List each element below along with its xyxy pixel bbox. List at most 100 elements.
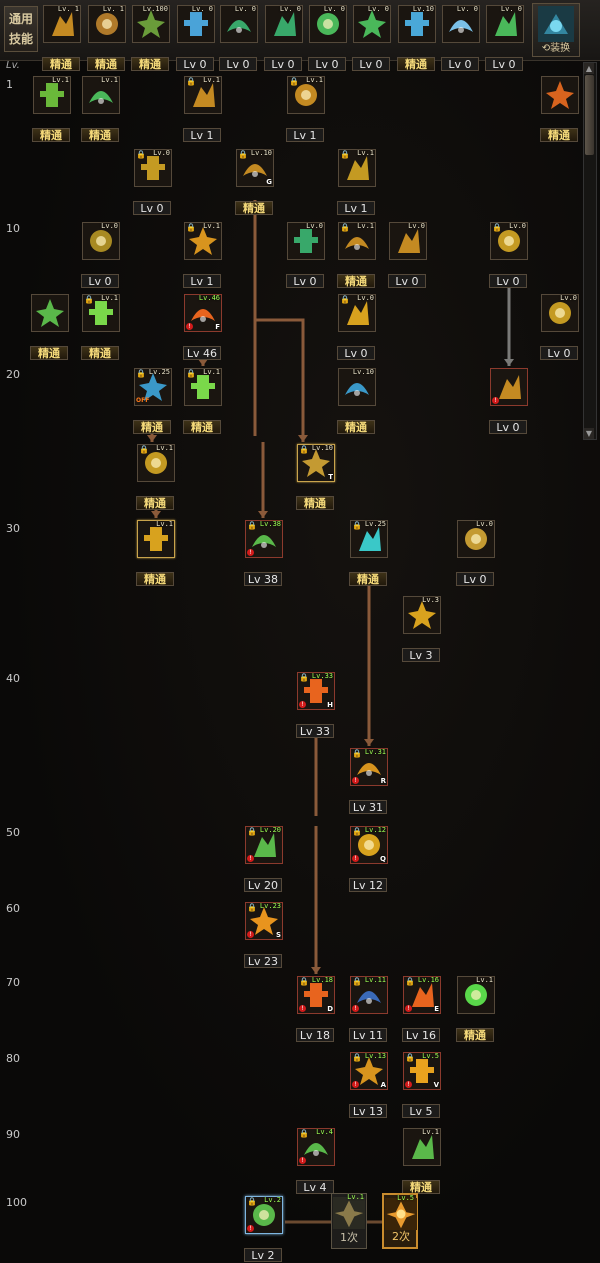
- skill-level-tag: Lv.46: [198, 294, 220, 302]
- skill-node-23[interactable]: !Lv 0: [489, 368, 528, 434]
- skill-icon: [185, 77, 221, 113]
- skill-caption: Lv 0: [489, 420, 527, 434]
- skill-caption: Lv 1: [183, 128, 221, 142]
- scroll-down-arrow-icon[interactable]: ▼: [584, 428, 594, 439]
- skill-caption: 精通: [397, 57, 435, 71]
- alert-icon: !: [405, 1081, 412, 1088]
- lock-icon: 🔒: [299, 977, 309, 986]
- skill-caption: 精通: [81, 346, 119, 360]
- skill-node-5[interactable]: 精通: [540, 76, 579, 142]
- skill-icon: [185, 223, 221, 259]
- level-marker-1: 1: [6, 78, 13, 91]
- alert-icon: !: [186, 323, 193, 330]
- skill-slot: 🔒Lv.1: [184, 76, 222, 114]
- skill-slot: 🔒Lv.2!: [245, 1196, 283, 1234]
- skill-caption: 精通: [235, 201, 273, 215]
- skill-caption: Lv 23: [244, 954, 282, 968]
- alert-icon: !: [405, 1005, 412, 1012]
- skill-node-33[interactable]: 🔒Lv.20!Lv 20: [244, 826, 283, 892]
- scroll-thumb[interactable]: [585, 75, 594, 155]
- scroll-up-arrow-icon[interactable]: ▲: [584, 63, 594, 74]
- skill-caption: 精通: [32, 128, 70, 142]
- skill-caption: Lv 0: [81, 274, 119, 288]
- skill-node-15[interactable]: 精通: [30, 294, 69, 360]
- skill-slot: 🔒Lv.25: [350, 520, 388, 558]
- skill-node-3[interactable]: 🔒Lv.1 Lv 1: [183, 76, 222, 142]
- scrollbar[interactable]: ▲ ▼: [583, 62, 597, 440]
- skill-icon: [34, 77, 70, 113]
- skill-caption: 精通: [30, 346, 68, 360]
- skill-node-44[interactable]: 🔒Lv.2!Lv 2: [244, 1196, 283, 1262]
- skill-icon: [458, 977, 494, 1013]
- skill-slot: Lv. 0: [486, 5, 524, 43]
- skill-icon: [390, 223, 426, 259]
- awaken-option-2[interactable]: Lv.5 2次: [382, 1193, 418, 1249]
- skill-level-tag: Lv.10: [250, 149, 272, 157]
- hotkey-label: H: [327, 701, 333, 709]
- lock-icon: 🔒: [139, 445, 149, 454]
- hotkey-label: E: [434, 1005, 439, 1013]
- lock-icon: 🔒: [352, 977, 362, 986]
- alert-icon: !: [299, 1157, 306, 1164]
- skill-icon: [354, 6, 390, 42]
- swap-button[interactable]: ⟲装换: [532, 3, 580, 57]
- awaken-option-1[interactable]: Lv.1 1次: [331, 1193, 367, 1249]
- skill-node-42[interactable]: 🔒Lv.4!Lv 4: [296, 1128, 335, 1194]
- lock-icon: 🔒: [405, 977, 415, 986]
- skill-caption: Lv 0: [264, 57, 302, 71]
- skill-slot: 🔒Lv.13!A: [350, 1052, 388, 1090]
- skill-slot: Lv.1: [403, 1128, 441, 1166]
- skill-node-37[interactable]: 🔒Lv.11!Lv 11: [349, 976, 388, 1042]
- skill-level-tag: Lv.1: [156, 520, 173, 528]
- skill-node-27[interactable]: 🔒Lv.38!Lv 38: [244, 520, 283, 586]
